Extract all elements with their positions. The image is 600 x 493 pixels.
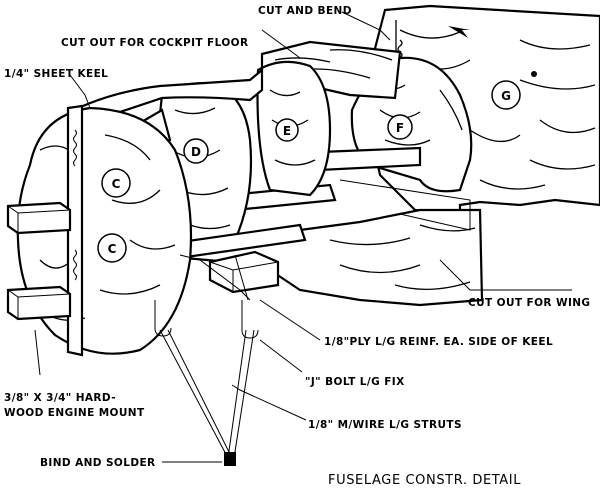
label-sheet-keel: 1/4" SHEET KEEL	[4, 68, 108, 80]
label-cut-out-cockpit-floor: CUT OUT FOR COCKPIT FLOOR	[61, 37, 248, 49]
svg-text:D: D	[191, 145, 201, 159]
j-bolt-right	[241, 300, 259, 339]
svg-text:F: F	[396, 121, 404, 135]
former-label-e: E	[275, 118, 299, 142]
engine-mount-upper	[6, 201, 72, 235]
label-mwire-struts: 1/8" M/WIRE L/G STRUTS	[308, 419, 462, 431]
label-cut-out-for-wing: CUT OUT FOR WING	[468, 297, 590, 309]
svg-text:C: C	[108, 242, 117, 256]
diagram-title: FUSELAGE CONSTR. DETAIL	[328, 473, 521, 488]
keel-mark-dot	[531, 71, 537, 77]
label-engine-mount-line1: 3/8" X 3/4" HARD-	[4, 392, 116, 404]
former-label-c-upper: C	[101, 168, 131, 198]
label-engine-mount-line2: WOOD ENGINE MOUNT	[4, 407, 145, 419]
engine-mount-lower	[6, 285, 72, 321]
svg-text:C: C	[112, 177, 121, 191]
cockpit-top-sheet	[67, 67, 264, 124]
former-label-c-lower: C	[97, 233, 127, 263]
solder-binding	[224, 452, 236, 466]
former-label-f: F	[387, 114, 413, 140]
lg-ply-block	[208, 250, 280, 294]
mwire-struts	[159, 254, 255, 459]
former-label-d: D	[183, 138, 209, 164]
leader-lines	[34, 11, 572, 463]
former-label-g: G	[491, 80, 521, 110]
svg-text:G: G	[501, 89, 511, 103]
label-cut-and-bend: CUT AND BEND	[258, 5, 352, 17]
label-bind-and-solder: BIND AND SOLDER	[40, 457, 156, 469]
svg-text:E: E	[283, 124, 291, 138]
arrow-icon	[448, 26, 470, 38]
label-ply-lg-reinf: 1/8"PLY L/G REINF. EA. SIDE OF KEEL	[324, 336, 553, 348]
label-j-bolt: "J" BOLT L/G FIX	[305, 376, 405, 388]
